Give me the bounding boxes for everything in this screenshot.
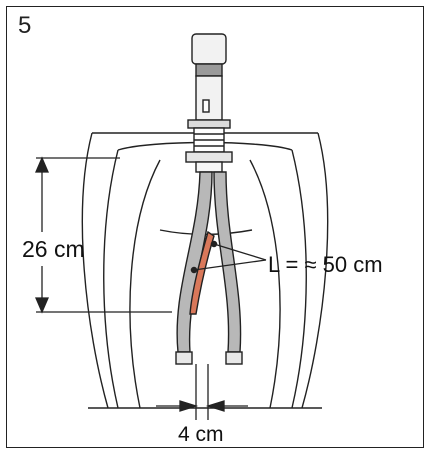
hose-length-label: L = ≈ 50 cm (268, 252, 383, 277)
hose-length-leaders (190, 240, 267, 274)
height-dimension-label: 26 cm (22, 236, 85, 262)
spacing-dimension (156, 364, 248, 420)
faucet (185, 33, 233, 173)
spacing-dimension-label: 4 cm (178, 423, 224, 446)
figure-frame (6, 6, 424, 448)
height-dimension (35, 156, 172, 314)
step-number: 5 (18, 12, 32, 39)
supply-hoses (175, 171, 243, 365)
